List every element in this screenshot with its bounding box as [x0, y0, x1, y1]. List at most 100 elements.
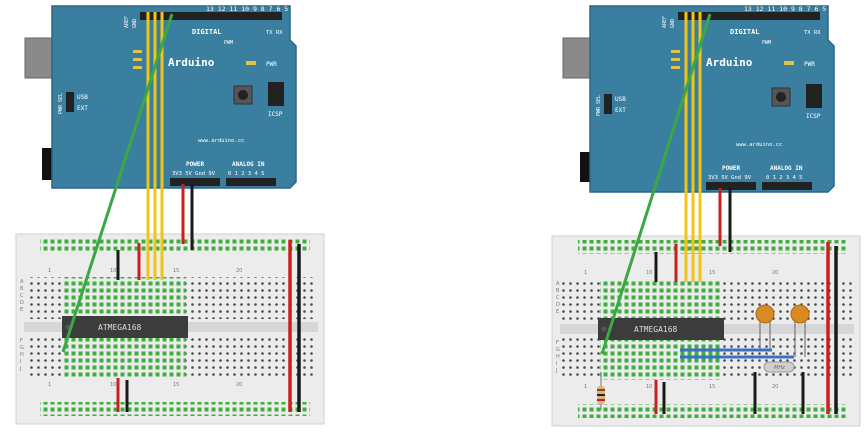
row-letter: D: [20, 300, 24, 306]
row-letter: B: [556, 288, 560, 294]
column-number: 15: [173, 268, 179, 274]
row-letter: A: [20, 279, 24, 285]
column-number: 20: [772, 384, 778, 390]
top-power-rail: [40, 238, 310, 252]
column-number: 15: [173, 382, 179, 388]
right-arduino-board: 13 12 11 10 9 8 7 6 5 4 3 2 1 0 AREF GND…: [562, 5, 865, 193]
led: [133, 66, 142, 69]
row-letter: G: [556, 347, 560, 353]
column-number: 20: [236, 382, 242, 388]
ceramic-capacitor: [755, 304, 775, 324]
column-number: 1: [48, 268, 51, 274]
led: [133, 58, 142, 61]
column-number: 10: [110, 382, 116, 388]
power-label: POWER: [722, 165, 740, 172]
connected-columns-bottom: [600, 338, 722, 380]
analog-header: [226, 178, 276, 186]
tx-label: TX: [266, 30, 273, 36]
pwr-led-label: PWR: [804, 61, 815, 68]
chip-label: ATMEGA168: [98, 323, 142, 332]
column-number: 20: [236, 268, 242, 274]
column-number: 15: [709, 384, 715, 390]
row-letter: F: [556, 340, 559, 346]
brand-logo: Arduino: [706, 56, 753, 69]
usb-label: USB: [77, 94, 88, 101]
icsp-label: ICSP: [268, 111, 283, 118]
reset-button-cap: [238, 90, 248, 100]
chip-notch: [601, 326, 607, 332]
digital-pin-numbers: 13 12 11 10 9 8 7 6 5 4 3 2 1 0: [744, 5, 865, 13]
icsp-header: [268, 82, 284, 106]
chip-label: ATMEGA168: [634, 325, 678, 334]
led: [671, 50, 680, 53]
power-header: [706, 182, 756, 190]
row-letter: J: [19, 366, 21, 372]
row-letter: H: [556, 354, 560, 360]
left-arduino-board: 13 12 11 10 9 8 7 6 5 4 3 2 1 0 AREF GND…: [24, 5, 327, 189]
column-number: 10: [646, 270, 652, 276]
column-number: 1: [48, 382, 51, 388]
right-breadboard: A B C D E F G H I J 1 10 15 20 1 10 15 2…: [551, 235, 861, 427]
digital-header: [140, 12, 282, 20]
pwm-label: PWM: [224, 40, 233, 46]
row-letter: E: [20, 307, 23, 313]
pwm-label: PWM: [762, 40, 771, 46]
power-pin-labels: 3V3 5V Gnd 9V: [708, 175, 752, 181]
ext-label: EXT: [77, 105, 88, 112]
green-wire: [600, 13, 712, 355]
row-letter: E: [556, 309, 559, 315]
analog-header: [762, 182, 812, 190]
rx-label: RX: [276, 30, 283, 36]
bottom-power-rail: [578, 404, 848, 418]
connected-columns-bottom: [64, 336, 186, 378]
connected-columns-top: [64, 277, 186, 319]
analog-label: ANALOG IN: [232, 161, 265, 168]
power-select-jumper[interactable]: [66, 92, 74, 112]
pwr-sel-label: PWR SEL: [596, 95, 602, 116]
row-letter: I: [556, 361, 557, 367]
brand-logo: Arduino: [168, 56, 215, 69]
digital-header: [678, 12, 820, 20]
column-number: 10: [646, 384, 652, 390]
green-wire: [61, 13, 174, 353]
row-letter: A: [556, 281, 560, 287]
resistor-band: [597, 394, 605, 396]
led: [133, 50, 142, 53]
gnd-label: GND: [132, 19, 138, 28]
resistor-band: [597, 389, 605, 391]
digital-pin-numbers: 13 12 11 10 9 8 7 6 5 4 3 2 1 0: [206, 5, 327, 13]
led: [671, 66, 680, 69]
row-letter: J: [555, 368, 557, 374]
gnd-label: GND: [670, 19, 676, 28]
column-number: 10: [110, 268, 116, 274]
board-pcb: [589, 5, 835, 193]
ceramic-capacitor: [790, 304, 810, 324]
analog-pin-labels: 0 1 2 3 4 5: [228, 171, 264, 177]
row-letter: D: [556, 302, 560, 308]
digital-label: DIGITAL: [192, 28, 222, 36]
led: [671, 58, 680, 61]
column-number: 20: [772, 270, 778, 276]
analog-pin-labels: 0 1 2 3 4 5: [766, 175, 802, 181]
pwr-led-label: PWR: [266, 61, 277, 68]
usb-label: USB: [615, 96, 626, 103]
resistor-band: [597, 399, 605, 401]
row-letter: C: [556, 295, 560, 301]
row-letter: G: [20, 345, 24, 351]
top-power-rail: [578, 240, 848, 254]
right-jumper-wires: [600, 12, 732, 355]
row-letter: H: [20, 352, 24, 358]
row-letter: F: [20, 338, 23, 344]
column-number: 1: [584, 270, 587, 276]
icsp-label: ICSP: [806, 113, 821, 120]
row-letter: C: [20, 293, 24, 299]
atmega-chip: [598, 318, 724, 340]
left-breadboard: A B C D E F G H I J 1 10 15 20 1 10 15 2…: [15, 233, 325, 425]
board-pcb: [51, 5, 297, 189]
pwr-sel-label: PWR SEL: [58, 93, 64, 114]
digital-label: DIGITAL: [730, 28, 760, 36]
aref-label: AREF: [124, 16, 130, 28]
power-select-jumper[interactable]: [604, 94, 612, 114]
ext-label: EXT: [615, 107, 626, 114]
column-number: 1: [584, 384, 587, 390]
